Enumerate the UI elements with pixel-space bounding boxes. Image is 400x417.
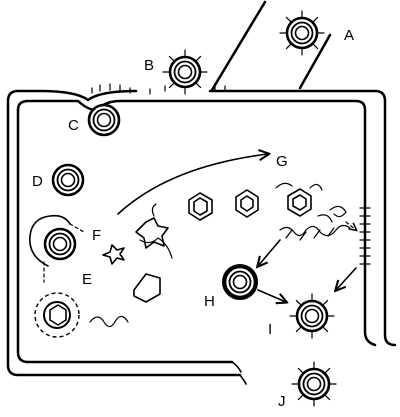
uncoating-vesicle	[29, 214, 85, 283]
replication-e	[34, 292, 129, 338]
label-f: F	[92, 227, 101, 244]
label-a: A	[344, 27, 354, 44]
label-d: D	[32, 173, 43, 190]
label-e: E	[82, 271, 92, 288]
label-c: C	[68, 117, 79, 134]
label-h: H	[204, 293, 215, 310]
label-b: B	[144, 57, 154, 74]
virion-c	[87, 103, 121, 137]
label-j: J	[278, 393, 286, 410]
capsid-shapes-f	[102, 203, 173, 303]
membrane-receptors	[91, 83, 371, 265]
maturation-arrows	[258, 239, 357, 302]
virion-b	[162, 49, 208, 95]
virion-i	[289, 293, 335, 339]
transport-arrow	[117, 154, 268, 215]
assembly-g	[188, 182, 356, 241]
virion-h	[222, 264, 258, 300]
virion-d	[51, 163, 85, 197]
cell-membrane	[6, 89, 397, 385]
virion-a	[279, 10, 325, 56]
label-i: I	[268, 321, 272, 338]
virion-j	[291, 361, 337, 407]
label-g: G	[276, 153, 288, 170]
pilus-tube	[210, 0, 332, 92]
